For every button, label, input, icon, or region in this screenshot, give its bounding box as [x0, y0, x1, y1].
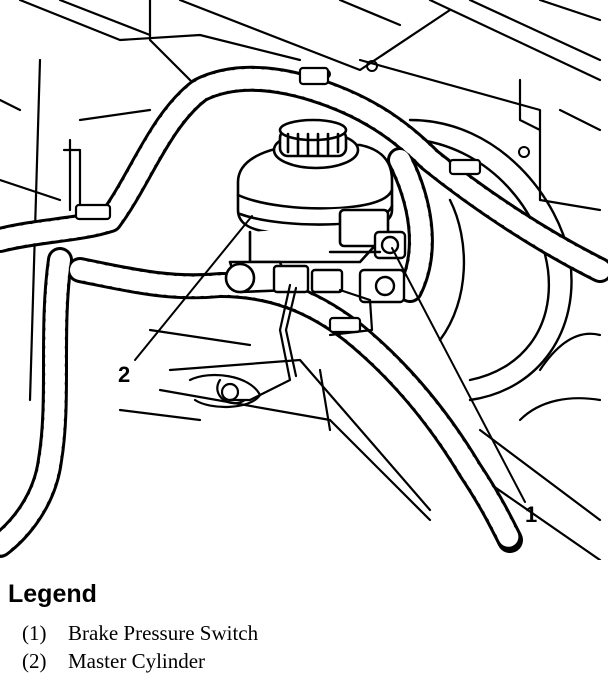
lower-frame — [118, 328, 432, 522]
legend-item-number: (2) — [22, 649, 47, 673]
legend-item: (2) Master Cylinder — [8, 647, 598, 675]
legend-item-number: (1) — [22, 621, 47, 645]
legend-item-text: Master Cylinder — [68, 649, 206, 673]
callout-label-1: 1 — [525, 502, 537, 527]
master-cylinder — [224, 118, 394, 294]
leader-line-1 — [391, 247, 526, 503]
brake-pressure-switch — [272, 230, 407, 304]
firewall-panels — [0, 0, 602, 560]
callout-leaders — [134, 215, 526, 503]
legend-title: Legend — [8, 580, 97, 608]
engine-bay-illustration: 2 1 — [0, 0, 608, 560]
legend: Legend (1) Brake Pressure Switch (2) Maste… — [8, 580, 598, 675]
callout-label-2: 2 — [118, 362, 130, 387]
legend-item: (1) Brake Pressure Switch — [8, 619, 598, 647]
legend-item-text: Brake Pressure Switch — [68, 621, 259, 645]
leader-line-2 — [134, 215, 253, 361]
harness-clips — [74, 66, 482, 334]
